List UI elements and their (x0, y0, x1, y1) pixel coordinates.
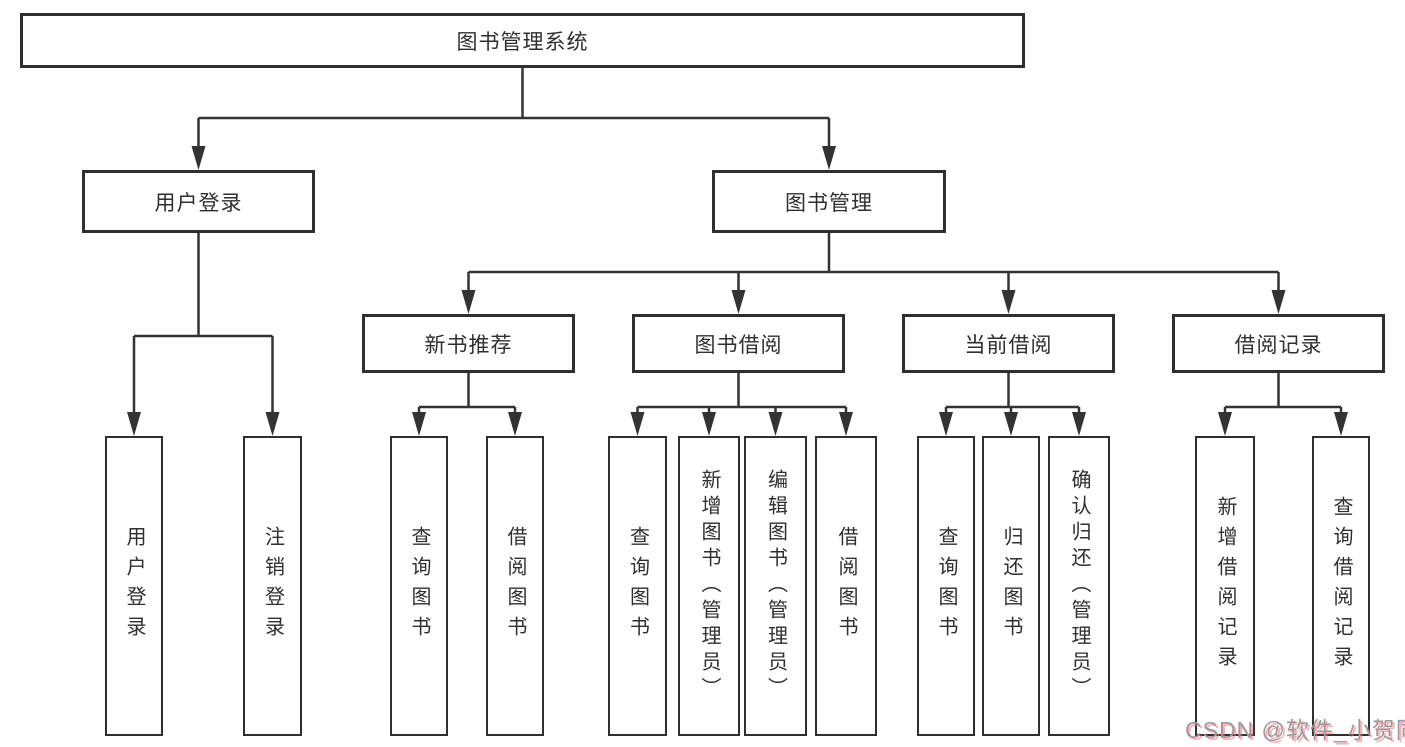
node-new-book-recommend: 新书推荐 (362, 314, 575, 373)
leaf-bb-borrow-books-label: 借阅图书 (835, 526, 857, 646)
leaf-user-login-label: 用户登录 (123, 526, 145, 646)
leaf-user-login: 用户登录 (105, 436, 163, 736)
csdn-watermark: CSDN @软件_小贺同学 (1185, 717, 1405, 743)
leaf-bb-query-books: 查询图书 (608, 436, 667, 736)
node-borrowing-records: 借阅记录 (1172, 314, 1385, 373)
leaf-br-query-record: 查询借阅记录 (1312, 436, 1370, 736)
node-root: 图书管理系统 (20, 13, 1025, 68)
node-current-borrowing: 当前借阅 (902, 314, 1115, 373)
leaf-nb-query-books: 查询图书 (390, 436, 448, 736)
leaf-nb-query-books-label: 查询图书 (408, 526, 430, 646)
leaf-bb-query-books-label: 查询图书 (626, 526, 649, 646)
node-book-borrowing: 图书借阅 (632, 314, 845, 373)
node-user-login-label: 用户登录 (154, 191, 243, 215)
tree-edges-path (132, 68, 1343, 416)
leaf-cb-return-books-label: 归还图书 (1000, 526, 1022, 646)
leaf-nb-borrow-books: 借阅图书 (486, 436, 544, 736)
node-book-management-label: 图书管理 (785, 191, 873, 215)
leaf-bb-borrow-books: 借阅图书 (815, 436, 877, 736)
leaf-cb-return-books: 归还图书 (982, 436, 1040, 736)
leaf-cb-confirm-return-admin: 确认归还（管理员） (1048, 436, 1110, 736)
leaf-cb-query-books: 查询图书 (917, 436, 975, 736)
leaf-nb-borrow-books-label: 借阅图书 (504, 526, 526, 646)
node-new-book-recommend-label: 新书推荐 (424, 333, 513, 357)
leaf-bb-edit-books-admin-label: 编辑图书（管理员） (764, 469, 787, 703)
node-user-login: 用户登录 (82, 170, 315, 233)
arrowheads (127, 146, 1348, 436)
node-book-borrowing-label: 图书借阅 (694, 333, 783, 357)
leaf-bb-add-books-admin: 新增图书（管理员） (678, 436, 740, 736)
leaf-br-add-record-label: 新增借阅记录 (1214, 496, 1236, 676)
leaf-cb-confirm-return-admin-label: 确认归还（管理员） (1068, 469, 1090, 703)
leaf-bb-edit-books-admin: 编辑图书（管理员） (744, 436, 807, 736)
node-current-borrowing-label: 当前借阅 (964, 333, 1053, 357)
leaf-bb-add-books-admin-label: 新增图书（管理员） (698, 469, 720, 703)
leaf-br-query-record-label: 查询借阅记录 (1330, 496, 1352, 676)
leaf-logout-label: 注销登录 (261, 526, 284, 646)
node-book-management: 图书管理 (712, 170, 946, 233)
leaf-cb-query-books-label: 查询图书 (935, 526, 957, 646)
leaf-br-add-record: 新增借阅记录 (1195, 436, 1255, 736)
node-root-label: 图书管理系统 (456, 30, 589, 54)
leaf-logout: 注销登录 (243, 436, 302, 736)
node-borrowing-records-label: 借阅记录 (1234, 333, 1323, 357)
